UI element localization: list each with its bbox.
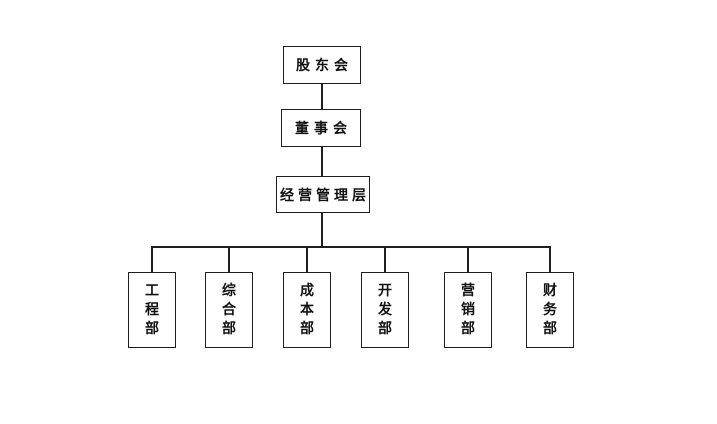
connector-management-rail	[321, 213, 323, 247]
connector-stub-cost	[306, 246, 308, 273]
org-box-dept-cost: 成本部	[283, 272, 331, 348]
org-box-board-of-directors: 董事会	[281, 109, 361, 147]
dept-development-label: 开发部	[378, 283, 392, 337]
connector-board-management	[321, 147, 323, 176]
connector-shareholders-board	[321, 84, 323, 109]
dept-cost-label: 成本部	[300, 283, 314, 337]
org-box-dept-marketing: 营销部	[444, 272, 492, 348]
org-box-shareholders: 股东会	[283, 46, 361, 84]
connector-horizontal-rail	[152, 246, 551, 248]
connector-stub-development	[384, 246, 386, 273]
org-box-board-label: 董事会	[295, 122, 352, 137]
org-box-dept-general-affairs: 综合部	[205, 272, 253, 348]
org-box-management-label: 经营管理层	[280, 188, 370, 204]
org-box-dept-finance: 财务部	[526, 272, 574, 348]
dept-marketing-label: 营销部	[461, 283, 475, 337]
connector-stub-finance	[549, 246, 551, 273]
connector-stub-engineering	[151, 246, 153, 273]
org-box-management: 经营管理层	[276, 176, 370, 213]
connector-stub-marketing	[467, 246, 469, 273]
org-box-dept-engineering: 工程部	[128, 272, 176, 348]
org-box-dept-development: 开发部	[361, 272, 409, 348]
org-box-shareholders-label: 股东会	[296, 59, 353, 74]
connector-stub-general-affairs	[228, 246, 230, 273]
dept-finance-label: 财务部	[543, 283, 557, 337]
dept-general-affairs-label: 综合部	[222, 283, 236, 337]
dept-engineering-label: 工程部	[145, 283, 159, 337]
